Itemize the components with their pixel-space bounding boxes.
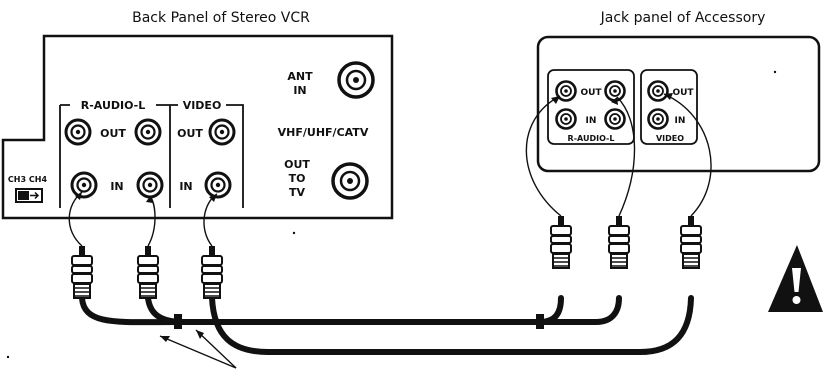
accessory-audio-group-label: R-AUDIO-L [568,134,615,143]
plug-vcr-audio-r [71,245,93,299]
vcr-video-group-label: VIDEO [183,99,222,112]
vcr-video-group-frame [170,104,244,208]
accessory-audio-r-in-jack[interactable] [555,108,577,130]
vcr-back-panel [1,34,394,220]
cable-joint-left [174,314,182,329]
plug-accessory-audio-l [608,215,630,269]
accessory-video-group-label: VIDEO [656,134,684,143]
accessory-audio-group-frame [547,69,635,145]
vcr-audio-l-in-jack[interactable] [136,171,164,199]
accessory-audio-l-out-jack[interactable] [604,80,626,102]
plug-vcr-audio-l [137,245,159,299]
accessory-panel [536,35,821,173]
cable-video [209,295,694,355]
vcr-panel-title: Back Panel of Stereo VCR [132,10,310,26]
plug-vcr-video [201,245,223,299]
cables [79,295,694,355]
vcr-audio-in-label: IN [110,180,123,193]
ch4-label: CH4 [29,175,48,184]
stray-mark [773,70,777,74]
ant-in-label-2: IN [293,84,306,97]
cable-joint-right [536,314,544,329]
warning-icon [768,245,823,312]
vcr-video-out-jack[interactable] [208,118,236,146]
channel-switch[interactable] [15,188,43,203]
out-to-tv-label-3: TV [289,186,306,199]
vcr-audio-group-frame [59,104,171,208]
accessory-audio-l-in-jack[interactable] [604,108,626,130]
accessory-video-out-label: OUT [672,88,694,98]
vcr-audio-r-in-jack[interactable] [70,171,98,199]
vcr-video-in-label: IN [179,180,192,193]
out-to-tv-label-1: OUT [284,158,310,171]
stray-mark [292,231,296,235]
accessory-panel-title: Jack panel of Accessory [600,10,766,26]
ant-in-label-1: ANT [287,70,313,83]
plug-accessory-video [680,215,702,269]
vcr-audio-r-out-jack[interactable] [64,118,92,146]
plug-accessory-audio-r [550,215,572,269]
vcr-audio-group-label: R-AUDIO-L [81,99,146,112]
band-label: VHF/UHF/CATV [278,126,369,139]
vcr-video-in-jack[interactable] [204,171,232,199]
ch3-label: CH3 [8,175,26,184]
out-to-tv-label-2: TO [289,172,306,185]
accessory-audio-in-label: IN [586,116,597,126]
vcr-video-out-label: OUT [177,127,203,140]
stray-mark [6,355,10,359]
out-to-tv-jack[interactable] [331,162,369,200]
ant-in-jack[interactable] [337,61,375,99]
arrowheads [75,93,673,342]
accessory-video-in-label: IN [675,116,686,126]
accessory-audio-r-out-jack[interactable] [555,80,577,102]
vcr-audio-out-label: OUT [100,127,126,140]
vcr-audio-l-out-jack[interactable] [134,118,162,146]
accessory-video-in-jack[interactable] [647,108,669,130]
accessory-audio-out-label: OUT [580,88,602,98]
accessory-video-out-jack[interactable] [647,80,669,102]
cable-audio-l-accessory [537,295,622,325]
accessory-video-group-frame [640,69,698,145]
